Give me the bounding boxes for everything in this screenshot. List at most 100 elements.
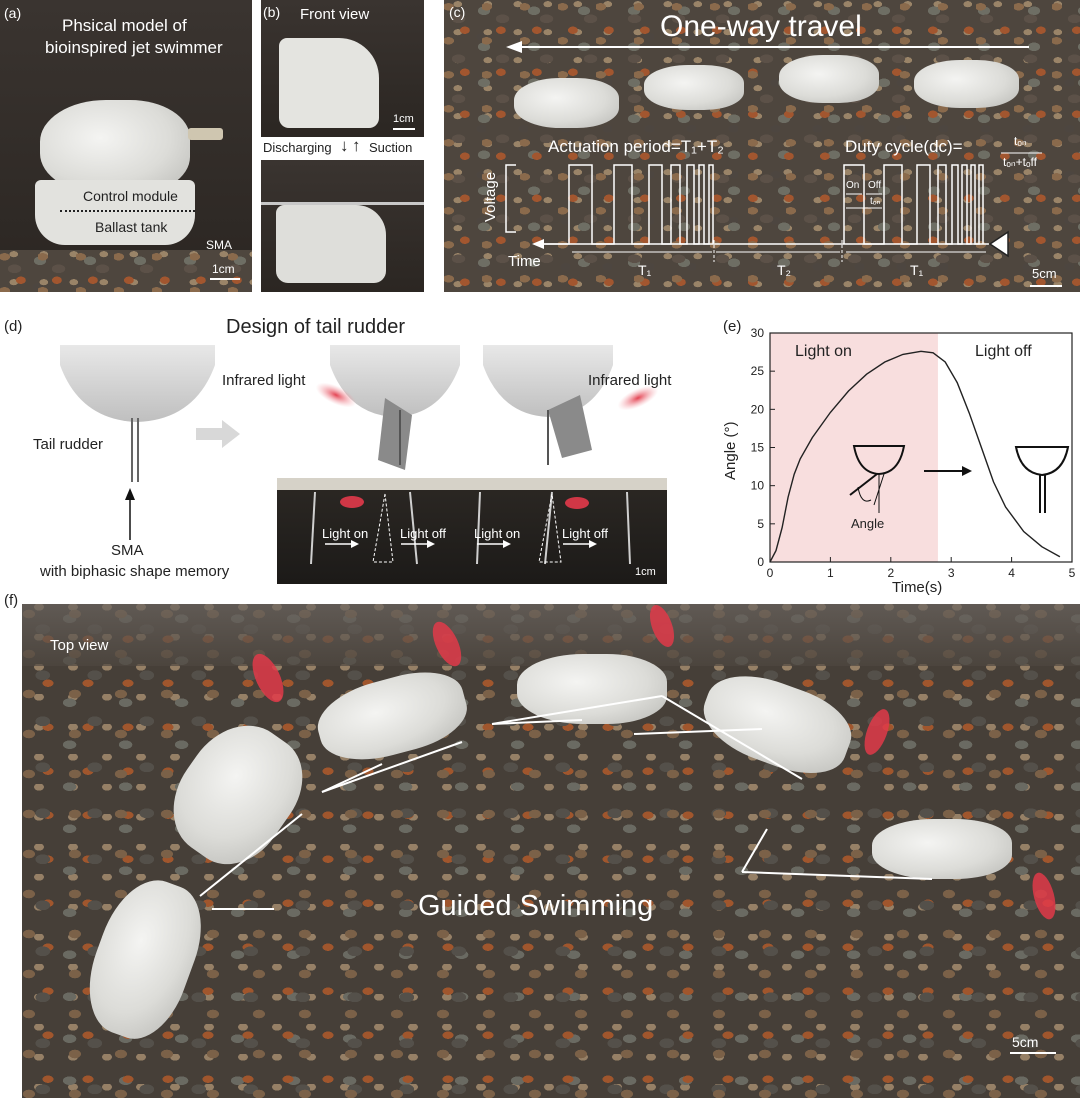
strip-top-band — [277, 478, 667, 490]
on-label: On — [846, 180, 860, 191]
chart-region-light-off: Light off — [975, 343, 1032, 360]
suction-label: Suction — [369, 140, 413, 155]
sma-label-a: SMA — [206, 238, 233, 252]
robot-c4 — [914, 60, 1019, 108]
inset-angle-line — [873, 473, 885, 506]
discharging-label: Discharging — [263, 140, 332, 155]
robot-c1 — [514, 78, 619, 128]
panel-c-photo — [444, 0, 1080, 292]
scale-label-c: 5cm — [1032, 266, 1057, 281]
chart-xtick-label: 2 — [887, 566, 894, 580]
t1b-label: T₁ — [910, 262, 924, 278]
robot-front-top — [279, 38, 379, 128]
off-label: Off — [868, 180, 882, 191]
inset-rudder-bent — [849, 473, 878, 496]
t1-label: T₁ — [638, 262, 652, 278]
one-way-travel-title: One-way travel — [660, 10, 862, 43]
robot-model-a — [40, 100, 190, 195]
panel-d-label: (d) — [4, 318, 23, 335]
duty-numerator: tₒₙ — [1014, 134, 1027, 148]
infrared-right-label: Infrared light — [588, 372, 672, 389]
water-surface — [261, 202, 424, 205]
panel-a-title-line2: bioinspired jet swimmer — [45, 38, 223, 57]
chart-ytick-label: 20 — [751, 402, 765, 416]
robot-f6 — [872, 819, 1012, 879]
tail-rudder-label: Tail rudder — [33, 436, 104, 453]
chart-ytick-label: 15 — [751, 441, 765, 455]
guided-swimming-title: Guided Swimming — [418, 890, 654, 922]
sequence-light-on-1: Light on — [322, 526, 369, 541]
top-view-label: Top view — [50, 637, 109, 654]
chart-ytick-label: 5 — [757, 517, 764, 531]
infrared-left-label: Infrared light — [222, 372, 306, 389]
chart-ylabel: Angle (°) — [722, 421, 739, 480]
panel-f-photo — [22, 604, 1080, 1098]
chart-ytick-label: 0 — [757, 555, 764, 569]
chart-xtick-label: 4 — [1008, 566, 1015, 580]
inset-shell-bent — [852, 445, 906, 476]
angle-time-chart: 0 1 2 3 4 5 0 5 10 15 20 25 30 — [751, 326, 1076, 580]
sma-label-d: SMA — [111, 542, 144, 559]
chart-region-light-on: Light on — [795, 343, 852, 360]
inset-angle-arc — [857, 486, 872, 502]
chart-ytick-label: 30 — [751, 326, 765, 340]
tail-fin — [188, 128, 223, 140]
inset-transition-arrowhead — [962, 466, 972, 476]
design-tail-rudder-title: Design of tail rudder — [226, 316, 405, 338]
inset-shell-straight — [1014, 446, 1070, 477]
discharge-arrow-icon: ↓ — [340, 136, 349, 155]
tank-glass-band — [22, 604, 1080, 666]
panel-a-label: (a) — [4, 5, 22, 21]
chart-ytick-label: 25 — [751, 364, 765, 378]
scale-bar-a — [210, 278, 240, 280]
ton-label: tₒₙ — [870, 196, 881, 207]
robot-c2 — [644, 65, 744, 110]
t2-label: T₂ — [777, 262, 791, 278]
scale-bar-b — [393, 128, 415, 130]
chart-xtick-label: 0 — [767, 566, 774, 580]
robot-front-bottom — [276, 205, 386, 283]
sequence-light-off-1: Light off — [400, 526, 447, 541]
ballast-tank — [35, 180, 195, 245]
chart-angle-line — [769, 350, 1061, 563]
robot-c3 — [779, 55, 879, 103]
ballast-tank-label: Ballast tank — [95, 219, 168, 235]
rudder-frames — [310, 491, 631, 565]
robot-f4 — [517, 654, 667, 724]
actuation-period-label: Actuation period=T₁+T₂ — [548, 137, 724, 156]
rudder-sequence-photo — [277, 478, 667, 584]
front-view-title: Front view — [300, 6, 370, 23]
control-module-label: Control module — [83, 188, 178, 204]
tail-rudder-diagram — [60, 345, 659, 540]
panel-b-bottom-photo — [261, 160, 424, 292]
scale-label-a: 1cm — [212, 262, 235, 276]
panel-c-label: (c) — [449, 4, 466, 20]
chart-xtick-label: 5 — [1069, 566, 1076, 580]
scale-label-f: 5cm — [1012, 1034, 1039, 1050]
duty-cycle-label: Duty cycle(dc)= — [845, 137, 963, 156]
panel-e-label: (e) — [723, 318, 742, 335]
sequence-light-off-2: Light off — [562, 526, 609, 541]
panel-b-label: (b) — [263, 4, 281, 20]
chart-xtick-label: 3 — [948, 566, 955, 580]
scale-bar-c — [1030, 285, 1062, 287]
sequence-light-on-2: Light on — [474, 526, 521, 541]
duty-denominator: tₒₙ+tₒff — [1003, 155, 1037, 169]
voltage-label: Voltage — [482, 171, 499, 222]
time-label-c: Time — [508, 253, 541, 270]
guided-swimming-trajectory — [199, 605, 1056, 920]
chart-ytick-label: 10 — [751, 479, 765, 493]
actuation-waveform — [505, 41, 1042, 262]
scale-bar-f — [1010, 1052, 1056, 1054]
panel-a-title-line1: Phsical model of — [62, 16, 187, 35]
sma-subtitle: with biphasic shape memory — [40, 563, 230, 580]
dotted-divider — [60, 210, 195, 212]
scale-label-d: 1cm — [635, 566, 656, 578]
panel-a-photo — [0, 0, 252, 292]
chart-xlabel: Time(s) — [892, 579, 943, 596]
suction-arrow-icon: ↑ — [352, 136, 361, 155]
panel-b-top-photo — [261, 0, 424, 137]
scale-label-b: 1cm — [393, 113, 414, 125]
chart-xtick-label: 1 — [827, 566, 834, 580]
panel-f-label: (f) — [4, 592, 19, 609]
